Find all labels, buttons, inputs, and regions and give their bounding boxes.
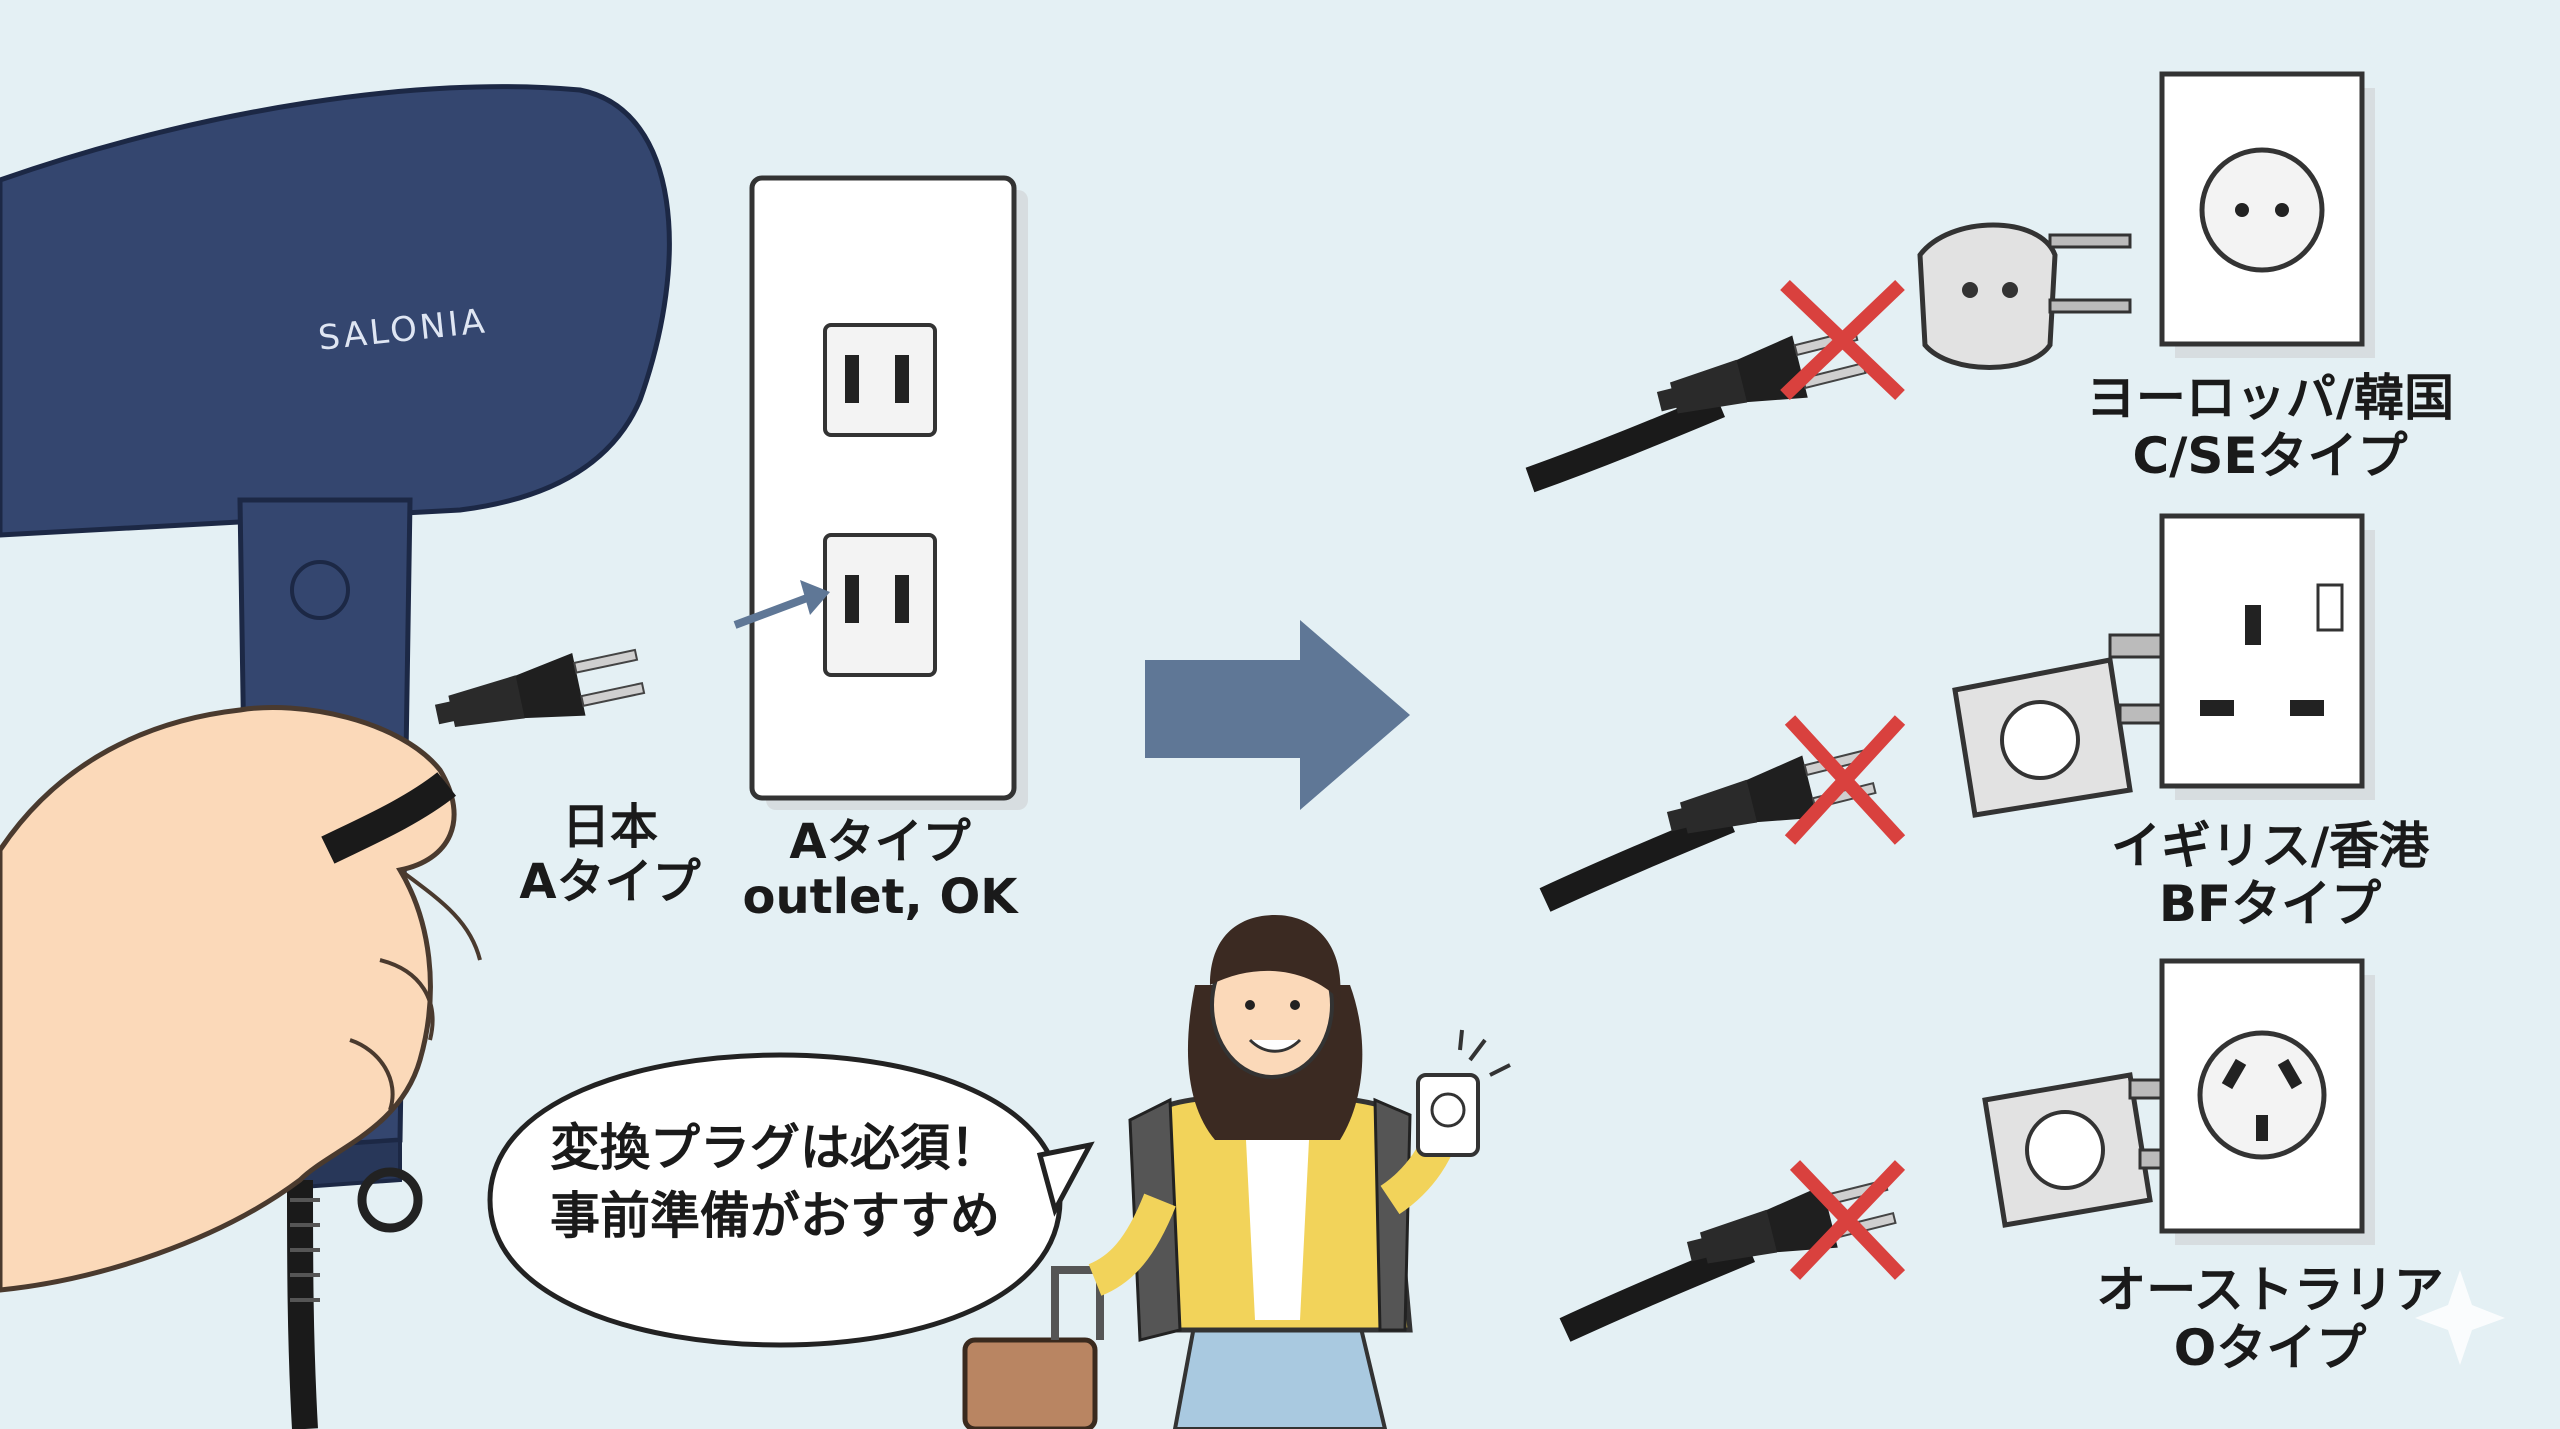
big-right-arrow [1145, 620, 1410, 810]
speech-bubble-text: 変換プラグは必須！ 事前準備がおすすめ [495, 1115, 1055, 1250]
region-label-uk: イギリス/香港 BFタイプ [2070, 817, 2470, 933]
japan-outlet-label-line2: outlet, OK [742, 869, 1018, 926]
japan-plug-label: 日本 Aタイプ [510, 799, 710, 911]
speech-bubble-line2: 事前準備がおすすめ [550, 1186, 1000, 1245]
japan-plug-label-line2: Aタイプ [519, 854, 701, 911]
region-label-europe: ヨーロッパ/韓国 C/SEタイプ [2050, 369, 2490, 485]
region-label-australia: オーストラリア Oタイプ [2070, 1261, 2470, 1377]
cross-icon [1780, 279, 1905, 401]
cross-icon [1789, 1160, 1906, 1280]
c-adapter [1917, 222, 2132, 370]
japan-outlet-plate [749, 175, 1028, 810]
region-label-line1: イギリス/香港 [2110, 817, 2430, 875]
region-europe [1525, 71, 2375, 493]
traveler-woman [962, 915, 1511, 1429]
japan-a-plug [321, 639, 648, 864]
region-label-line1: オーストラリア [2096, 1261, 2444, 1319]
region-label-line2: C/SEタイプ [2132, 426, 2408, 485]
region-uk [1539, 513, 2375, 912]
japan-outlet-label: Aタイプ outlet, OK [740, 814, 1020, 926]
japan-outlet-label-line1: Aタイプ [789, 814, 971, 870]
region-label-line1: ヨーロッパ/韓国 [2085, 369, 2455, 427]
region-label-line2: BFタイプ [2158, 874, 2382, 933]
cross-icon [1784, 715, 1906, 845]
region-label-line2: Oタイプ [2173, 1318, 2367, 1377]
hand [0, 705, 457, 1293]
insert-arrow [733, 591, 817, 629]
japan-plug-label-line1: 日本 [561, 799, 658, 855]
speech-bubble-line1: 変換プラグは必須！ [550, 1119, 1000, 1177]
sparkle-icon [2415, 1270, 2505, 1365]
adapter-in-hand [1416, 1073, 1480, 1157]
region-australia [1559, 958, 2375, 1342]
bf-adapter [1952, 633, 2172, 818]
suitcase [962, 1337, 1098, 1429]
o-adapter [1982, 1072, 2192, 1228]
